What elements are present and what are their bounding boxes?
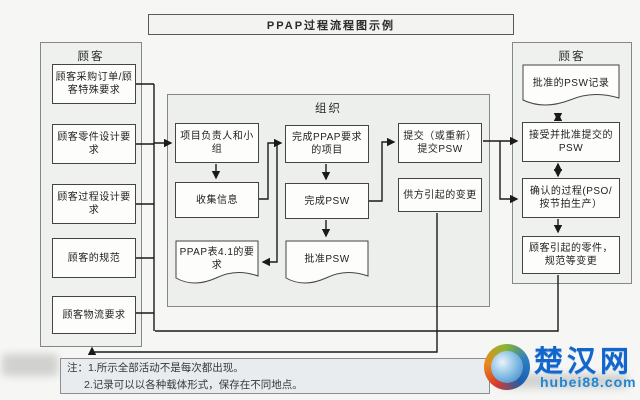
diagram-title: PPAP过程流程图示例: [148, 14, 514, 35]
node-confirmed-process: 确认的过程(PSO/按节拍生产）: [522, 178, 620, 218]
faint-watermark-left: [2, 354, 58, 376]
node-approve-psw-label: 批准PSW: [304, 253, 350, 265]
faint-watermark-right: [500, 374, 628, 388]
globe-icon: [491, 351, 523, 383]
node-submit-psw: 提交（或重新）提交PSW: [398, 123, 482, 163]
right-customer-header: 顾客: [558, 51, 586, 63]
node-ppap-table-label: PPAP表4.1的要求: [179, 247, 255, 271]
node-accept-psw: 接受并批准提交的PSW: [522, 122, 620, 162]
node-collect-info: 收集信息: [175, 182, 259, 218]
notes-box: 注：1.所示全部活动不是每次都出现。 2.记录可以以各种载体形式，保存在不同地点…: [60, 358, 490, 394]
node-project-team: 项目负责人和小组: [175, 123, 259, 163]
node-ppap-table-doc: PPAP表4.1的要求: [175, 240, 259, 290]
node-customer-specs: 顾客的规范: [52, 238, 136, 278]
node-psw-record-doc: 批准的PSW记录: [522, 64, 620, 112]
document-shape: [522, 64, 620, 106]
note-line-1: 注：1.所示全部活动不是每次都出现。: [67, 362, 244, 374]
node-customer-part-design: 顾客零件设计要求: [52, 124, 136, 164]
site-name: 楚汉网: [534, 346, 634, 378]
site-url: hubei88.com: [540, 374, 637, 390]
note-line-2: 2.记录可以以各种载体形式，保存在不同地点。: [84, 379, 303, 391]
site-watermark: 楚汉网 hubei88.com: [478, 336, 638, 398]
node-customer-logistics: 顾客物流要求: [52, 296, 136, 334]
node-supplier-change: 供方引起的变更: [398, 178, 482, 212]
globe-swirl-icon: [484, 344, 530, 390]
left-customer-header: 顾客: [77, 51, 105, 63]
node-psw-record-label: 批准的PSW记录: [532, 77, 610, 89]
node-complete-ppap-items: 完成PPAP要求的项目: [285, 125, 369, 163]
node-customer-purchase-order: 顾客采购订单/顾客特殊要求: [52, 64, 136, 104]
organization-header: 组织: [315, 103, 342, 115]
node-complete-psw: 完成PSW: [285, 183, 369, 219]
node-customer-change: 顾客引起的零件，规范等变更: [522, 236, 620, 274]
node-customer-process-design: 顾客过程设计要求: [52, 184, 136, 224]
node-approve-psw-doc: 批准PSW: [285, 240, 369, 290]
